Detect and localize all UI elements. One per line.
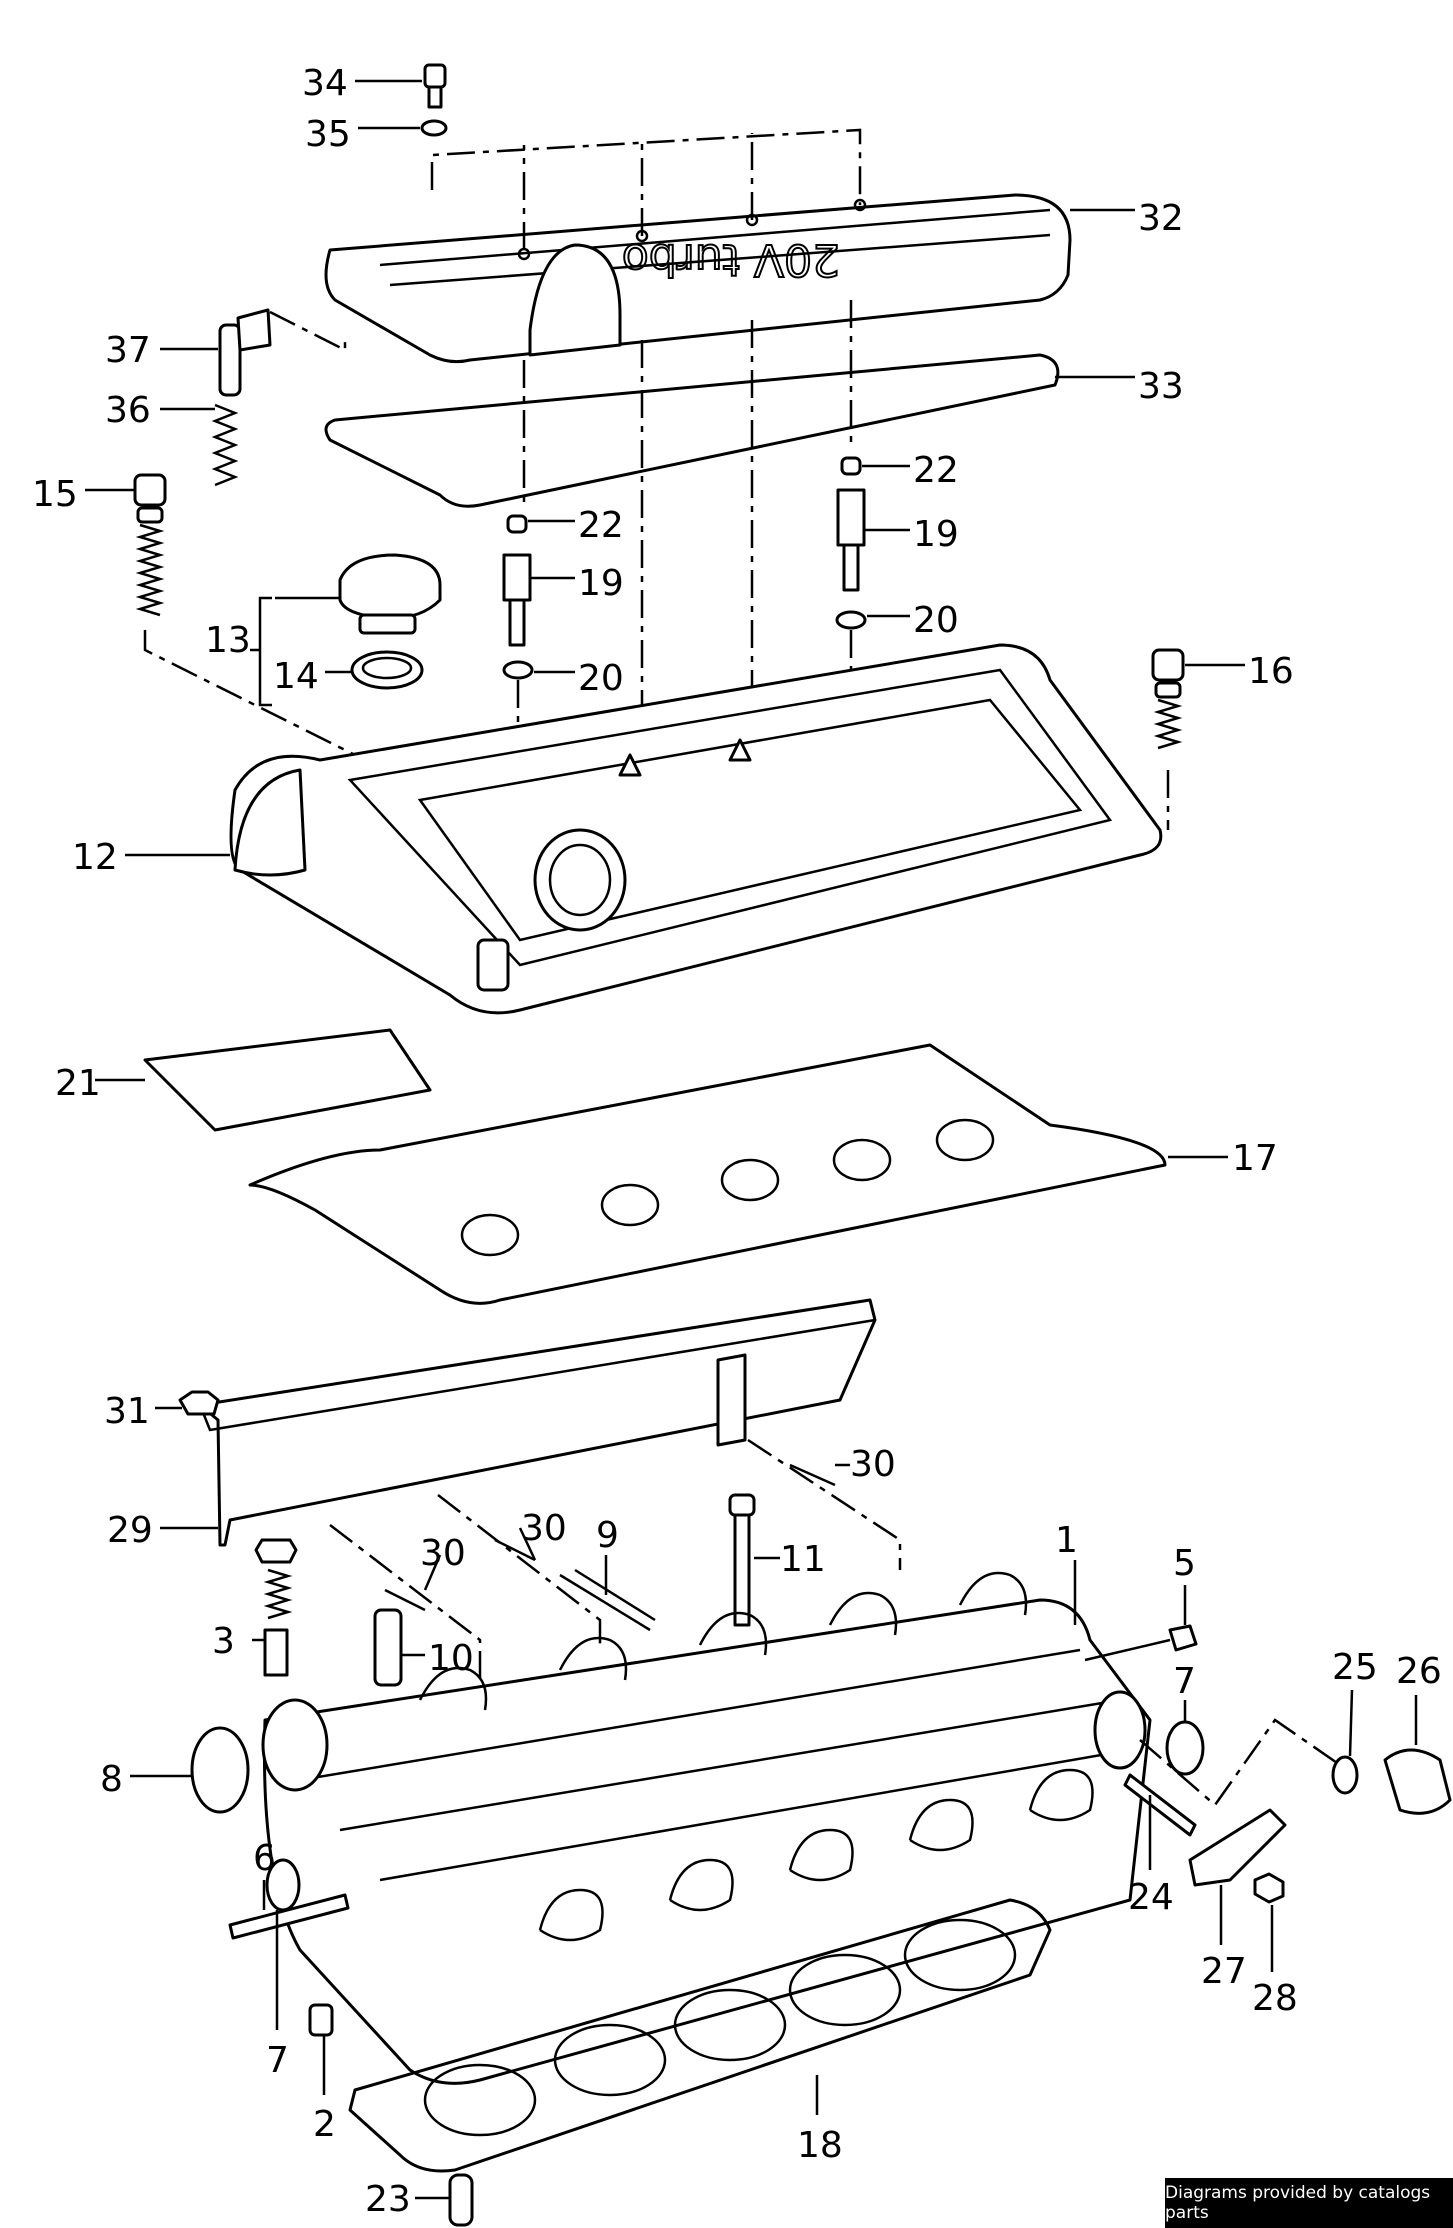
oil-baffle-21 bbox=[143, 1028, 432, 1132]
clip-37 bbox=[218, 323, 242, 397]
sleeve-10 bbox=[373, 1608, 403, 1687]
callout-7b: 7 bbox=[266, 2040, 289, 2081]
stud-set-left bbox=[502, 514, 534, 680]
callout-1: 1 bbox=[1055, 1520, 1078, 1561]
plug-5 bbox=[1168, 1624, 1198, 1652]
bolt-3 bbox=[254, 1538, 298, 1677]
callout-16: 16 bbox=[1248, 651, 1294, 692]
nut-28 bbox=[1253, 1872, 1285, 1904]
dowel-23 bbox=[448, 2173, 474, 2227]
callout-9: 9 bbox=[596, 1515, 619, 1556]
callout-31: 31 bbox=[104, 1391, 150, 1432]
bolt-15 bbox=[133, 473, 167, 617]
plug-7a bbox=[1165, 1720, 1205, 1776]
valve-cover-gasket-17 bbox=[248, 1043, 1167, 1305]
callout-30b: 30 bbox=[521, 1508, 567, 1549]
callout-33: 33 bbox=[1138, 366, 1184, 407]
callout-34: 34 bbox=[302, 63, 348, 104]
callout-3: 3 bbox=[212, 1621, 235, 1662]
bracket-13 bbox=[250, 596, 272, 707]
studs-30 bbox=[384, 1463, 836, 1612]
bolt-34-shank bbox=[427, 85, 443, 109]
callout-5: 5 bbox=[1173, 1543, 1196, 1584]
callout-22b: 22 bbox=[913, 450, 959, 491]
callout-28: 28 bbox=[1252, 1978, 1298, 2019]
engine-cover-32: 20V turbo bbox=[324, 193, 1072, 364]
spring-36 bbox=[211, 403, 239, 487]
callout-7a: 7 bbox=[1173, 1661, 1196, 1702]
callout-29: 29 bbox=[107, 1510, 153, 1551]
callout-25: 25 bbox=[1332, 1647, 1378, 1688]
cover-plate-29 bbox=[198, 1298, 877, 1547]
callout-24: 24 bbox=[1128, 1877, 1174, 1918]
oil-filler-cap-13 bbox=[338, 553, 442, 635]
callout-19b: 19 bbox=[913, 514, 959, 555]
callout-19a: 19 bbox=[578, 563, 624, 604]
stud-24 bbox=[1123, 1773, 1197, 1837]
callout-8: 8 bbox=[100, 1759, 123, 1800]
seal-14 bbox=[350, 650, 424, 690]
callout-30c: 30 bbox=[420, 1533, 466, 1574]
callout-22a: 22 bbox=[578, 505, 624, 546]
callout-15: 15 bbox=[32, 474, 78, 515]
callout-2: 2 bbox=[313, 2104, 336, 2145]
stud-set-right bbox=[835, 456, 867, 630]
stud-6 bbox=[228, 1893, 350, 1940]
callout-35: 35 bbox=[305, 114, 351, 155]
callout-36: 36 bbox=[105, 390, 151, 431]
clip-37-tab bbox=[236, 308, 272, 352]
leader-lines bbox=[85, 79, 1418, 2200]
stud-9 bbox=[559, 1568, 656, 1632]
callout-17: 17 bbox=[1232, 1138, 1278, 1179]
washer-35 bbox=[420, 119, 448, 137]
bolt-16 bbox=[1151, 648, 1185, 750]
callout-20a: 20 bbox=[578, 658, 624, 699]
plug-26 bbox=[1383, 1748, 1452, 1815]
bolt-11 bbox=[728, 1493, 756, 1627]
valve-cover-12 bbox=[229, 643, 1163, 1015]
callout-20b: 20 bbox=[913, 600, 959, 641]
callout-14: 14 bbox=[273, 656, 319, 697]
callout-11: 11 bbox=[780, 1539, 826, 1580]
seal-8 bbox=[190, 1726, 250, 1814]
bracket-27 bbox=[1188, 1808, 1287, 1887]
callout-26: 26 bbox=[1396, 1651, 1442, 1692]
o-ring-25 bbox=[1331, 1755, 1359, 1795]
credit-banner: Diagrams provided by catalogs parts bbox=[1165, 2178, 1453, 2228]
callout-10: 10 bbox=[428, 1638, 474, 1679]
callout-12: 12 bbox=[72, 837, 118, 878]
callout-6: 6 bbox=[253, 1838, 276, 1879]
bolt-34 bbox=[423, 63, 447, 89]
callout-23: 23 bbox=[365, 2179, 411, 2220]
callout-32: 32 bbox=[1138, 198, 1184, 239]
nut-31 bbox=[178, 1390, 220, 1416]
head-gasket-18 bbox=[348, 1898, 1052, 2173]
callout-21: 21 bbox=[55, 1063, 101, 1104]
callout-27: 27 bbox=[1201, 1951, 1247, 1992]
cover-lettering: 20V turbo bbox=[622, 234, 840, 285]
callout-18: 18 bbox=[797, 2125, 843, 2166]
cylinder-head-1 bbox=[261, 1571, 1152, 2085]
sleeve-2 bbox=[308, 2003, 334, 2037]
callout-37: 37 bbox=[105, 330, 151, 371]
cover-gasket-33 bbox=[324, 353, 1060, 508]
callout-13: 13 bbox=[205, 620, 251, 661]
callout-30a: 30 bbox=[850, 1444, 896, 1485]
